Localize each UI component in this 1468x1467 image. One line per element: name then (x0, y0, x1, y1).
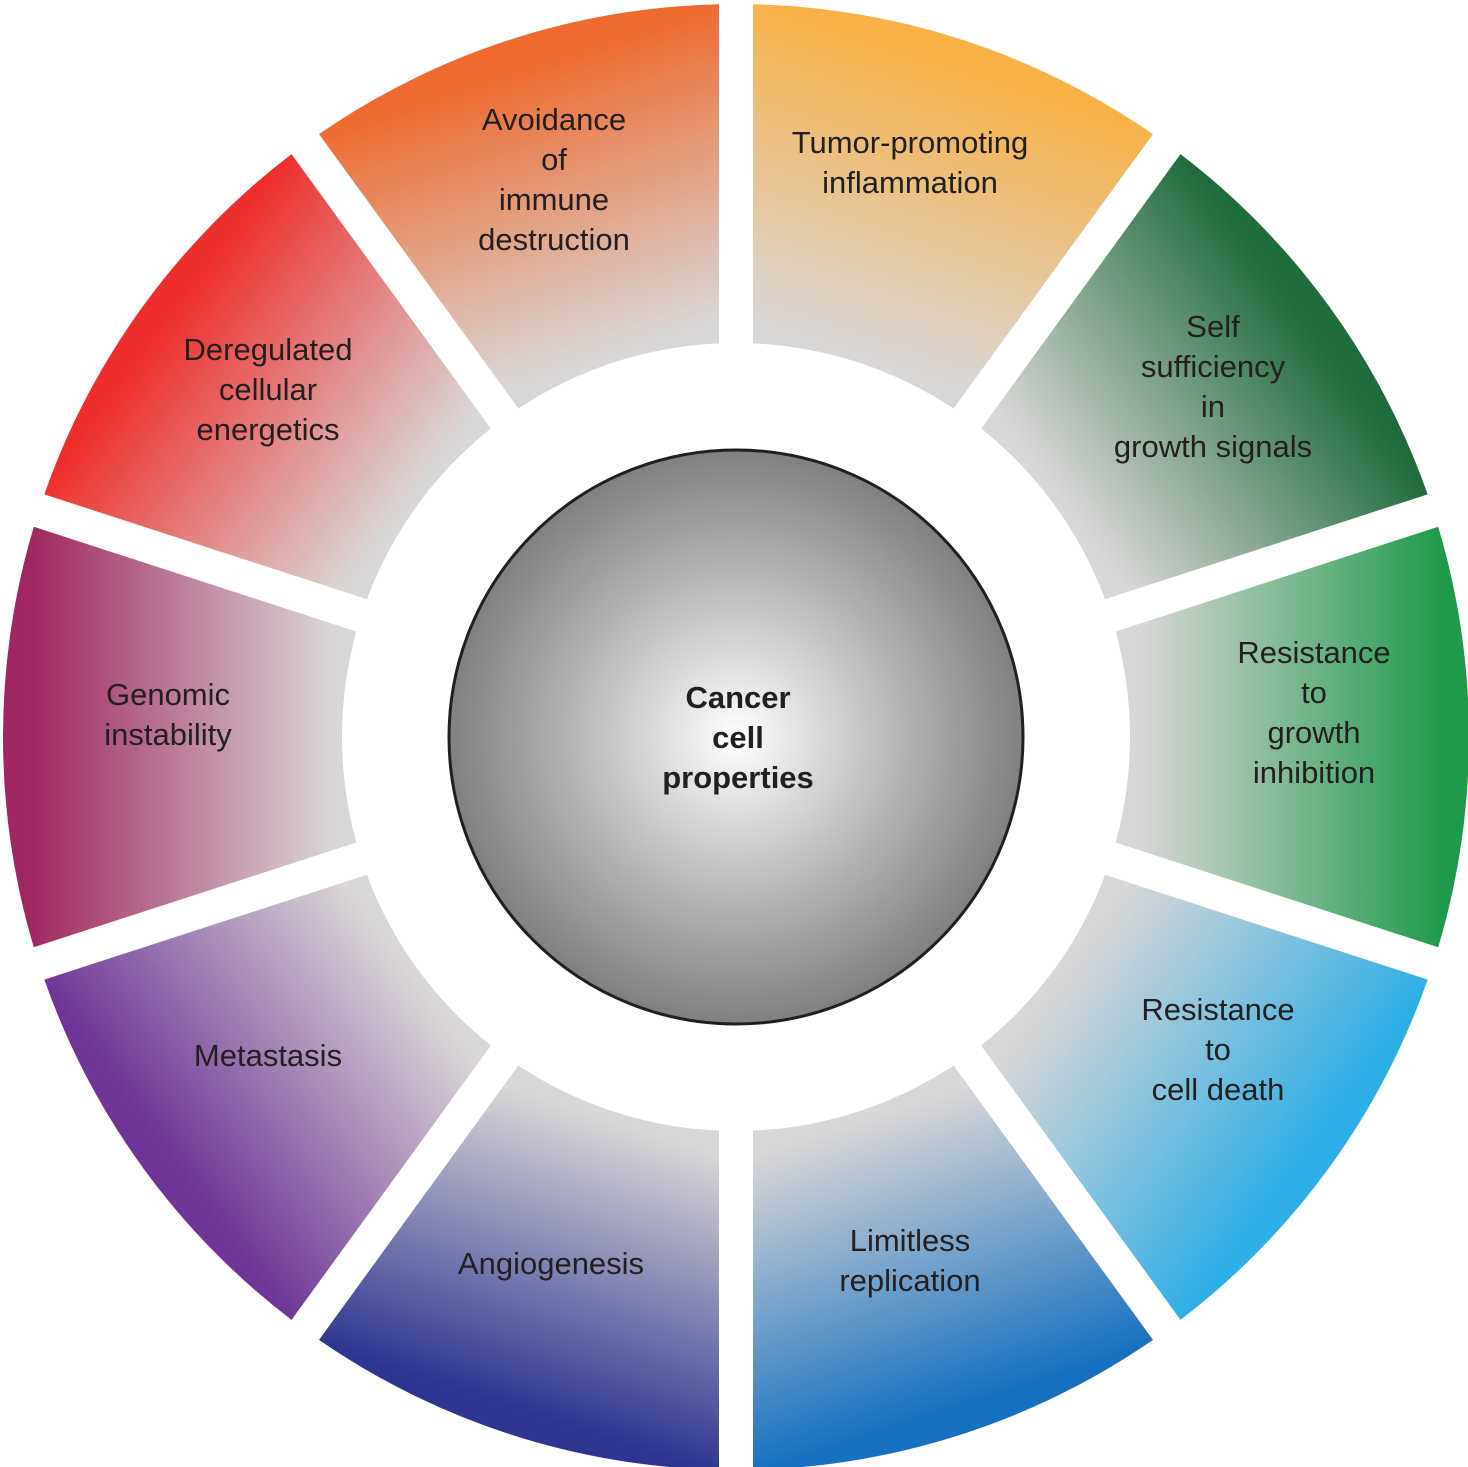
segment-tumor-promoting-inflammation: Tumor-promoting inflammation (753, 4, 1153, 409)
segment-label-line: instability (104, 717, 232, 752)
segment-label-tumor-promoting-inflammation: Tumor-promoting inflammation (792, 125, 1029, 200)
segment-label-line: cellular (219, 372, 317, 407)
segment-label-metastasis: Metastasis (194, 1038, 342, 1073)
segment-label-line: Genomic (106, 677, 230, 712)
segment-genomic-instability: Genomic instability (3, 526, 357, 948)
segment-label-line: inflammation (822, 165, 998, 200)
segment-label-self-sufficiency-in-growth-signals: Self sufficiency in growth signals (1114, 309, 1312, 464)
segment-shape-avoidance-of-immune-destruction (319, 4, 719, 409)
segment-label-resistance-to-cell-death: Resistance to cell death (1141, 992, 1294, 1107)
segment-label-angiogenesis: Angiogenesis (458, 1246, 644, 1281)
center-cell: Cancer cell properties (447, 448, 1025, 1026)
segment-shape-deregulated-cellular-energetics (44, 154, 491, 600)
segment-label-line: Resistance (1141, 992, 1294, 1027)
segment-label-line: Tumor-promoting (792, 125, 1029, 160)
segment-label-line: growth signals (1114, 429, 1312, 464)
segment-label-line: Avoidance (482, 102, 626, 137)
center-label-line: cell (712, 720, 764, 755)
segment-label-line: sufficiency (1141, 349, 1286, 384)
segment-label-deregulated-cellular-energetics: Deregulated cellular energetics (184, 332, 353, 447)
center-cell-circle (447, 448, 1025, 1026)
segment-metastasis: Metastasis (44, 874, 491, 1320)
center-cell-label: Cancer cell properties (662, 680, 814, 795)
segment-resistance-to-cell-death: Resistance to cell death (981, 874, 1428, 1320)
segment-label-line: to (1301, 675, 1327, 710)
segment-label-avoidance-of-immune-destruction: Avoidance of immune destruction (478, 102, 630, 257)
segment-label-line: Metastasis (194, 1038, 342, 1073)
segment-label-line: energetics (196, 412, 339, 447)
segment-deregulated-cellular-energetics: Deregulated cellular energetics (44, 154, 491, 600)
segment-label-line: Deregulated (184, 332, 353, 367)
segment-label-line: growth (1267, 715, 1360, 750)
segment-label-line: destruction (478, 222, 630, 257)
segment-label-resistance-to-growth-inhibition: Resistance to growth inhibition (1237, 635, 1390, 790)
segment-avoidance-of-immune-destruction: Avoidance of immune destruction (319, 4, 719, 409)
segment-label-line: Self (1186, 309, 1240, 344)
segment-self-sufficiency-in-growth-signals: Self sufficiency in growth signals (981, 154, 1428, 600)
center-label-line: Cancer (685, 680, 790, 715)
segment-shape-metastasis (44, 874, 491, 1320)
segment-label-line: inhibition (1253, 755, 1375, 790)
segment-label-line: in (1201, 389, 1225, 424)
segment-shape-limitless-replication (753, 1065, 1153, 1467)
segment-label-line: Resistance (1237, 635, 1390, 670)
segment-shape-resistance-to-cell-death (981, 874, 1428, 1320)
segment-label-line: immune (499, 182, 609, 217)
segment-shape-tumor-promoting-inflammation (753, 4, 1153, 409)
segment-shape-genomic-instability (3, 526, 357, 948)
segment-label-line: Angiogenesis (458, 1246, 644, 1281)
segment-shape-resistance-to-growth-inhibition (1115, 526, 1468, 948)
segment-label-line: replication (839, 1263, 980, 1298)
segment-shape-self-sufficiency-in-growth-signals (981, 154, 1428, 600)
segment-label-line: cell death (1152, 1072, 1285, 1107)
center-label-line: properties (662, 760, 814, 795)
segment-label-limitless-replication: Limitless replication (839, 1223, 980, 1298)
segment-label-genomic-instability: Genomic instability (104, 677, 232, 752)
segment-shape-angiogenesis (319, 1065, 719, 1467)
segment-label-line: Limitless (850, 1223, 971, 1258)
segment-resistance-to-growth-inhibition: Resistance to growth inhibition (1115, 526, 1468, 948)
segment-limitless-replication: Limitless replication (753, 1065, 1153, 1467)
segment-angiogenesis: Angiogenesis (319, 1065, 719, 1467)
segment-label-line: of (541, 142, 567, 177)
segment-label-line: to (1205, 1032, 1231, 1067)
